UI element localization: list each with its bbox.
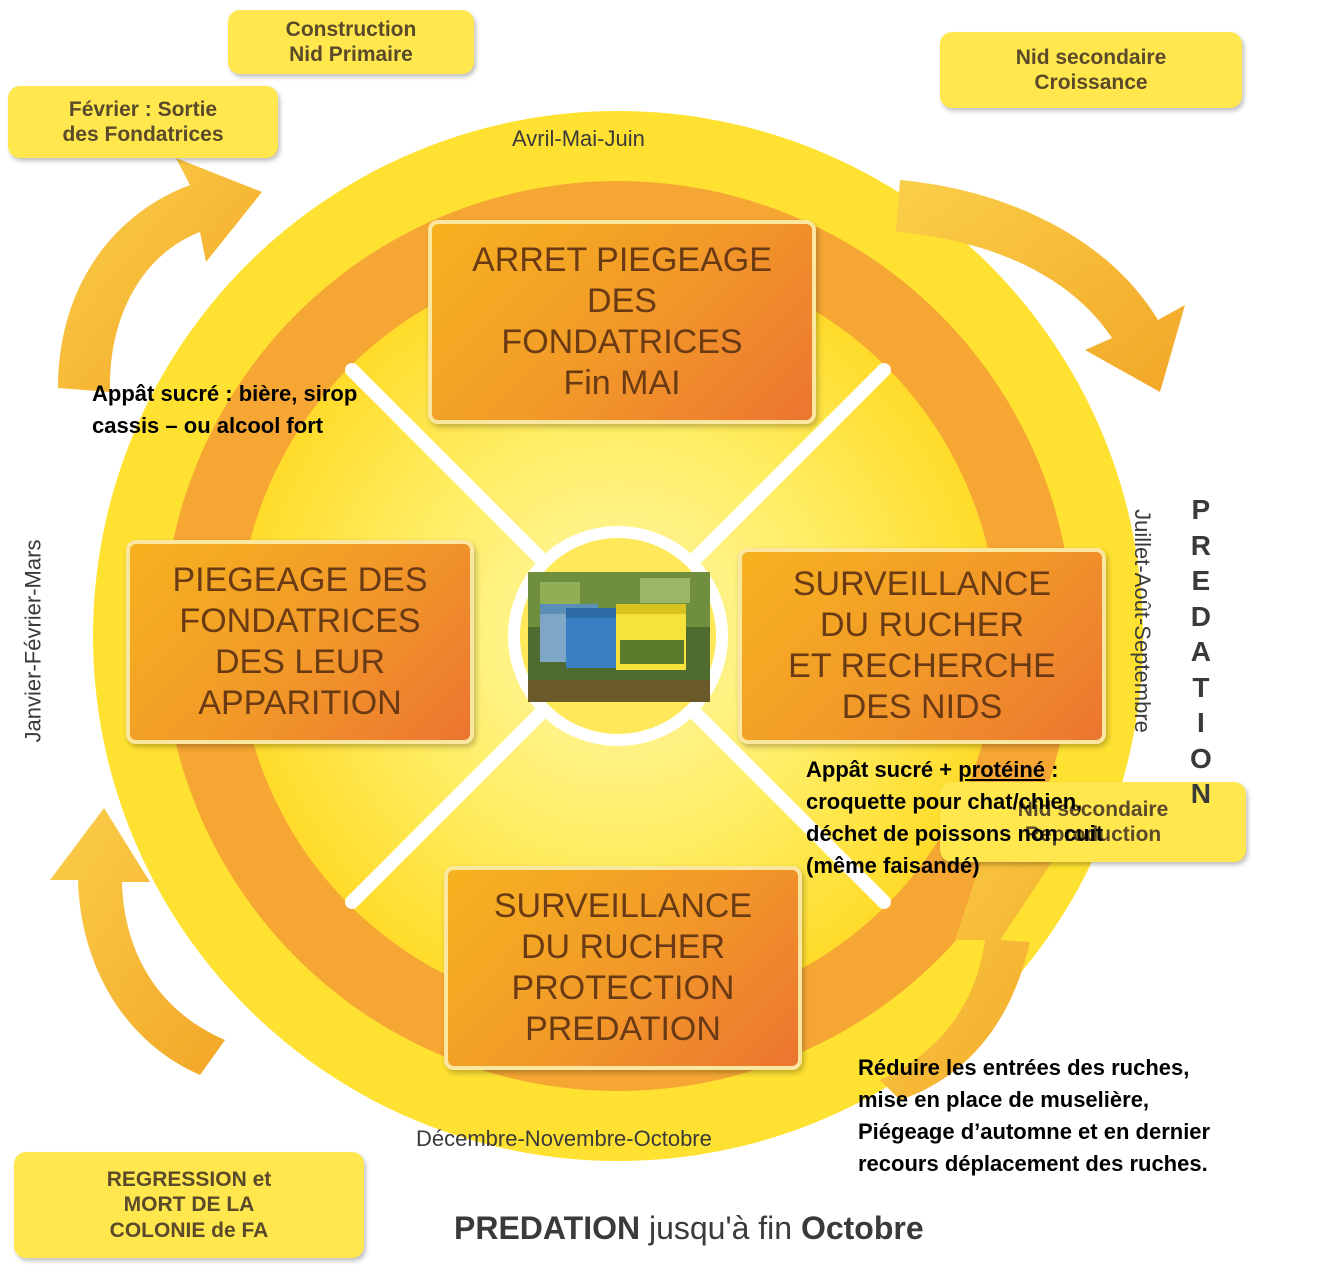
bottom-title-part3: Octobre xyxy=(800,1210,924,1246)
tag-line: MORT DE LA xyxy=(123,1193,255,1217)
box-line: DES LEUR xyxy=(214,643,386,681)
note-line: Appât sucré : bière, sirop xyxy=(92,381,358,406)
letter: P xyxy=(1191,494,1211,525)
box-line: Fin MAI xyxy=(563,363,681,402)
note-line: recours déplacement des ruches. xyxy=(858,1150,1208,1176)
tag-line: Nid secondaire xyxy=(1017,797,1169,821)
box-line: DU RUCHER xyxy=(521,928,725,967)
tag-construction-nid-primaire: Construction Nid Primaire xyxy=(228,10,474,74)
beehive-photo xyxy=(528,572,710,702)
note-line: Piégeage d’automne et en dernier xyxy=(858,1118,1211,1144)
letter: O xyxy=(1190,742,1212,774)
box-line: SURVEILLANCE xyxy=(493,887,753,926)
note-underlined: protéiné xyxy=(958,757,1046,782)
arrow-top-left xyxy=(58,158,262,392)
note-line: (même faisandé) xyxy=(806,852,980,878)
box-line: DES NIDS xyxy=(841,687,1003,726)
letter: N xyxy=(1190,778,1211,810)
tag-line: Nid Primaire xyxy=(289,43,413,66)
note-first-line: Appât sucré + protéiné : xyxy=(806,754,1103,786)
tag-line: Construction xyxy=(285,17,417,41)
predation-vertical: P R E D A T I O N xyxy=(1190,492,1212,812)
tag-line: Nid secondaire xyxy=(1015,45,1167,69)
arrow-bottom-left xyxy=(50,808,225,1075)
letter: A xyxy=(1190,636,1211,668)
note-prefix: Appât sucré + xyxy=(806,757,959,782)
letter: D xyxy=(1190,600,1211,632)
box-arret-piegeage: ARRET PIEGEAGE DES FONDATRICES Fin MAI xyxy=(428,220,816,424)
note-line: cassis – ou alcool fort xyxy=(92,412,324,438)
note-suffix: : xyxy=(1045,757,1059,782)
tag-nid-secondaire-reproduction: Nid secondaire Reproduction xyxy=(940,782,1246,862)
bottom-title-part1: PREDATION xyxy=(454,1210,641,1246)
box-line: DES xyxy=(587,282,657,321)
note-sweet-bait: Appât sucré : bière, sirop cassis – ou a… xyxy=(92,378,357,442)
box-line: SURVEILLANCE xyxy=(792,565,1052,604)
box-line: ET RECHERCHE xyxy=(788,647,1056,685)
box-line: ARRET PIEGEAGE xyxy=(472,241,772,280)
tag-line: des Fondatrices xyxy=(62,123,224,146)
hive-photo-frame xyxy=(528,572,710,702)
letter: I xyxy=(1197,707,1205,739)
note-autumn-measures: Réduire les entrées des ruches, mise en … xyxy=(858,1052,1210,1180)
letter: T xyxy=(1192,671,1210,703)
bottom-title: PREDATION jusqu'à fin Octobre xyxy=(454,1210,924,1247)
box-line: APPARITION xyxy=(198,683,402,722)
box-piegeage-fondatrices: PIEGEAGE DES FONDATRICES DES LEUR APPARI… xyxy=(126,540,474,744)
season-top: Avril-Mai-Juin xyxy=(512,126,645,151)
tag-line: Février : Sortie xyxy=(68,97,218,121)
note-line: déchet de poissons non cuit xyxy=(806,820,1104,846)
season-right: Juillet-Août-Septembre xyxy=(1129,509,1155,733)
box-surveillance-protection: SURVEILLANCE DU RUCHER PROTECTION PREDAT… xyxy=(444,866,802,1070)
note-line: mise en place de muselière, xyxy=(858,1086,1150,1112)
tag-line: COLONIE de FA xyxy=(109,1218,269,1242)
box-line: FONDATRICES xyxy=(501,323,743,361)
tag-fevrier-sortie: Février : Sortie des Fondatrices xyxy=(8,86,278,158)
bottom-title-part2: jusqu'à fin xyxy=(640,1210,801,1246)
tag-line: REGRESSION et xyxy=(106,1168,272,1192)
arrow-top-right xyxy=(896,180,1185,392)
tag-nid-secondaire-croissance: Nid secondaire Croissance xyxy=(940,32,1242,108)
letter: R xyxy=(1190,529,1211,561)
box-line: DU RUCHER xyxy=(820,606,1024,645)
letter: E xyxy=(1191,565,1211,597)
box-line: PIEGEAGE DES xyxy=(172,561,428,600)
box-surveillance-recherche: SURVEILLANCE DU RUCHER ET RECHERCHE DES … xyxy=(738,548,1106,744)
note-line: Réduire les entrées des ruches, xyxy=(858,1055,1190,1080)
box-line: FONDATRICES xyxy=(179,602,421,641)
tag-line: Reproduction xyxy=(1024,823,1162,846)
note-line: croquette pour chat/chien, xyxy=(806,788,1083,814)
tag-line: Croissance xyxy=(1034,71,1148,94)
tag-regression-mort: REGRESSION et MORT DE LA COLONIE de FA xyxy=(14,1152,364,1258)
season-bottom: Décembre-Novembre-Octobre xyxy=(416,1126,712,1151)
box-line: PREDATION xyxy=(525,1009,721,1048)
box-line: PROTECTION xyxy=(511,969,735,1007)
arrow-bottom-right xyxy=(880,850,1060,1100)
season-left: Janvier-Février-Mars xyxy=(20,539,46,743)
note-protein-bait: Appât sucré + protéiné : croquette pour … xyxy=(806,754,1103,882)
